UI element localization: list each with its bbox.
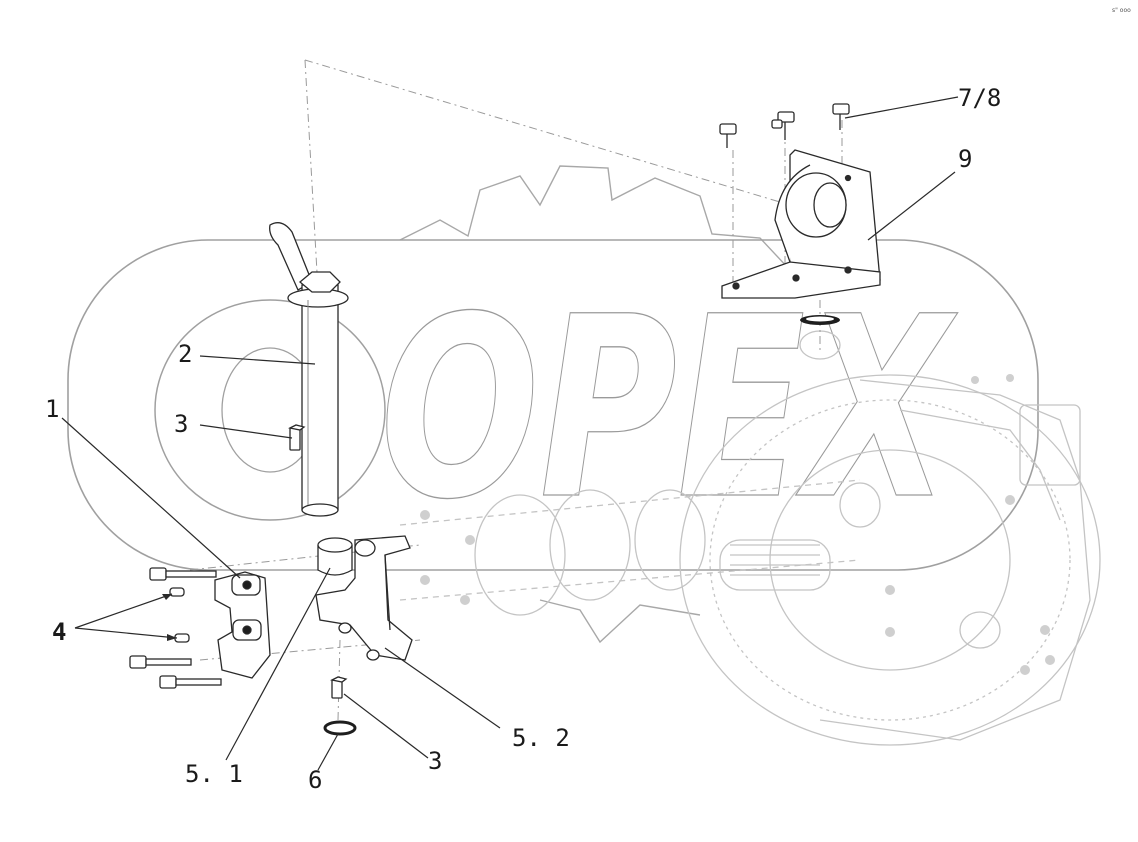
watermark-text: OPEX — [380, 263, 958, 554]
callout-3-lower: 3 — [428, 747, 442, 775]
washer-under-bracket — [800, 315, 840, 325]
bolts-left — [129, 567, 222, 689]
washer-part-6 — [323, 720, 357, 736]
callout-5-1: 5. 1 — [185, 760, 243, 788]
key-part-3-upper — [288, 424, 306, 451]
pins-part-4 — [169, 587, 190, 643]
shift-block-part-1 — [214, 571, 271, 679]
callout-4: 4 — [52, 618, 66, 646]
callout-labels: 7/8 9 2 1 3 4 5. 1 5. 2 3 6 — [45, 84, 1001, 794]
bushing-part-5-1 — [317, 537, 353, 576]
watermark-gear-outline — [399, 165, 791, 644]
callout-9: 9 — [958, 145, 972, 173]
corner-mark: s" ooo — [1112, 7, 1131, 14]
callout-6: 6 — [308, 766, 322, 794]
fork-part-5-2 — [315, 535, 413, 661]
callout-3-upper: 3 — [174, 410, 188, 438]
callout-5-2: 5. 2 — [512, 724, 570, 752]
leader-arrowheads — [162, 594, 177, 641]
callout-7-8: 7/8 — [958, 84, 1001, 112]
shaft-part-2 — [269, 222, 349, 517]
key-part-3-lower — [330, 676, 348, 699]
bracket-part-9 — [721, 149, 881, 299]
watermark-logo: OPEX — [67, 165, 1039, 644]
watermark-o-ring — [154, 299, 386, 521]
leader-lines — [61, 96, 959, 771]
callout-2: 2 — [178, 340, 192, 368]
bolts-part-7-8 — [719, 103, 850, 148]
callout-1: 1 — [45, 395, 59, 423]
gearbox-housing — [399, 330, 1101, 746]
